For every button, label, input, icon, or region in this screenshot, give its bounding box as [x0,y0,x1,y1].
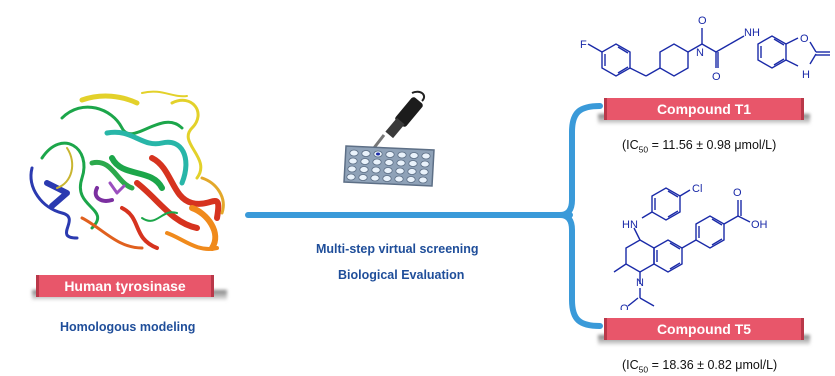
atom-n: N [636,277,644,289]
compound-t5-banner: Compound T5 [604,318,804,340]
banner-shadow [598,335,810,345]
atom-nh-h: H [752,27,760,39]
atom-o3: O [800,33,809,45]
compound-t1-banner: Compound T1 [604,98,804,120]
target-banner: Human tyrosinase [36,275,214,297]
compound-t5-label: Compound T5 [656,321,752,337]
atom-o1: O [698,15,707,27]
protein-structure-icon [29,90,225,251]
method-caption: Homologous modeling [60,320,196,334]
atom-o2: O [712,71,721,83]
compound-t5-structure: Cl HN O OH N O [613,183,768,310]
atom-nh-n: N [744,27,752,39]
atom-f: F [580,39,587,51]
atom-oh: OH [751,219,768,231]
atom-nh2: H [802,69,810,81]
atom-hn: HN [622,219,638,231]
workflow-step2: Biological Evaluation [338,268,465,282]
compound-t1-ic50: (IC50 = 11.56 ± 0.98 μmol/L) [622,138,777,155]
compound-t1-structure: F N O O N H O H [580,15,830,83]
workflow-step1: Multi-step virtual screening [316,242,479,256]
atom-n: N [696,47,704,59]
compound-t1-label: Compound T1 [656,101,752,117]
target-label: Human tyrosinase [64,278,186,294]
atom-o-acid: O [733,187,742,199]
atom-cl: Cl [692,183,702,195]
atom-o-acetyl: O [620,303,629,310]
compound-t5-ic50: (IC50 = 18.36 ± 0.82 μmol/L) [622,358,778,375]
microplate-icon [343,145,435,187]
